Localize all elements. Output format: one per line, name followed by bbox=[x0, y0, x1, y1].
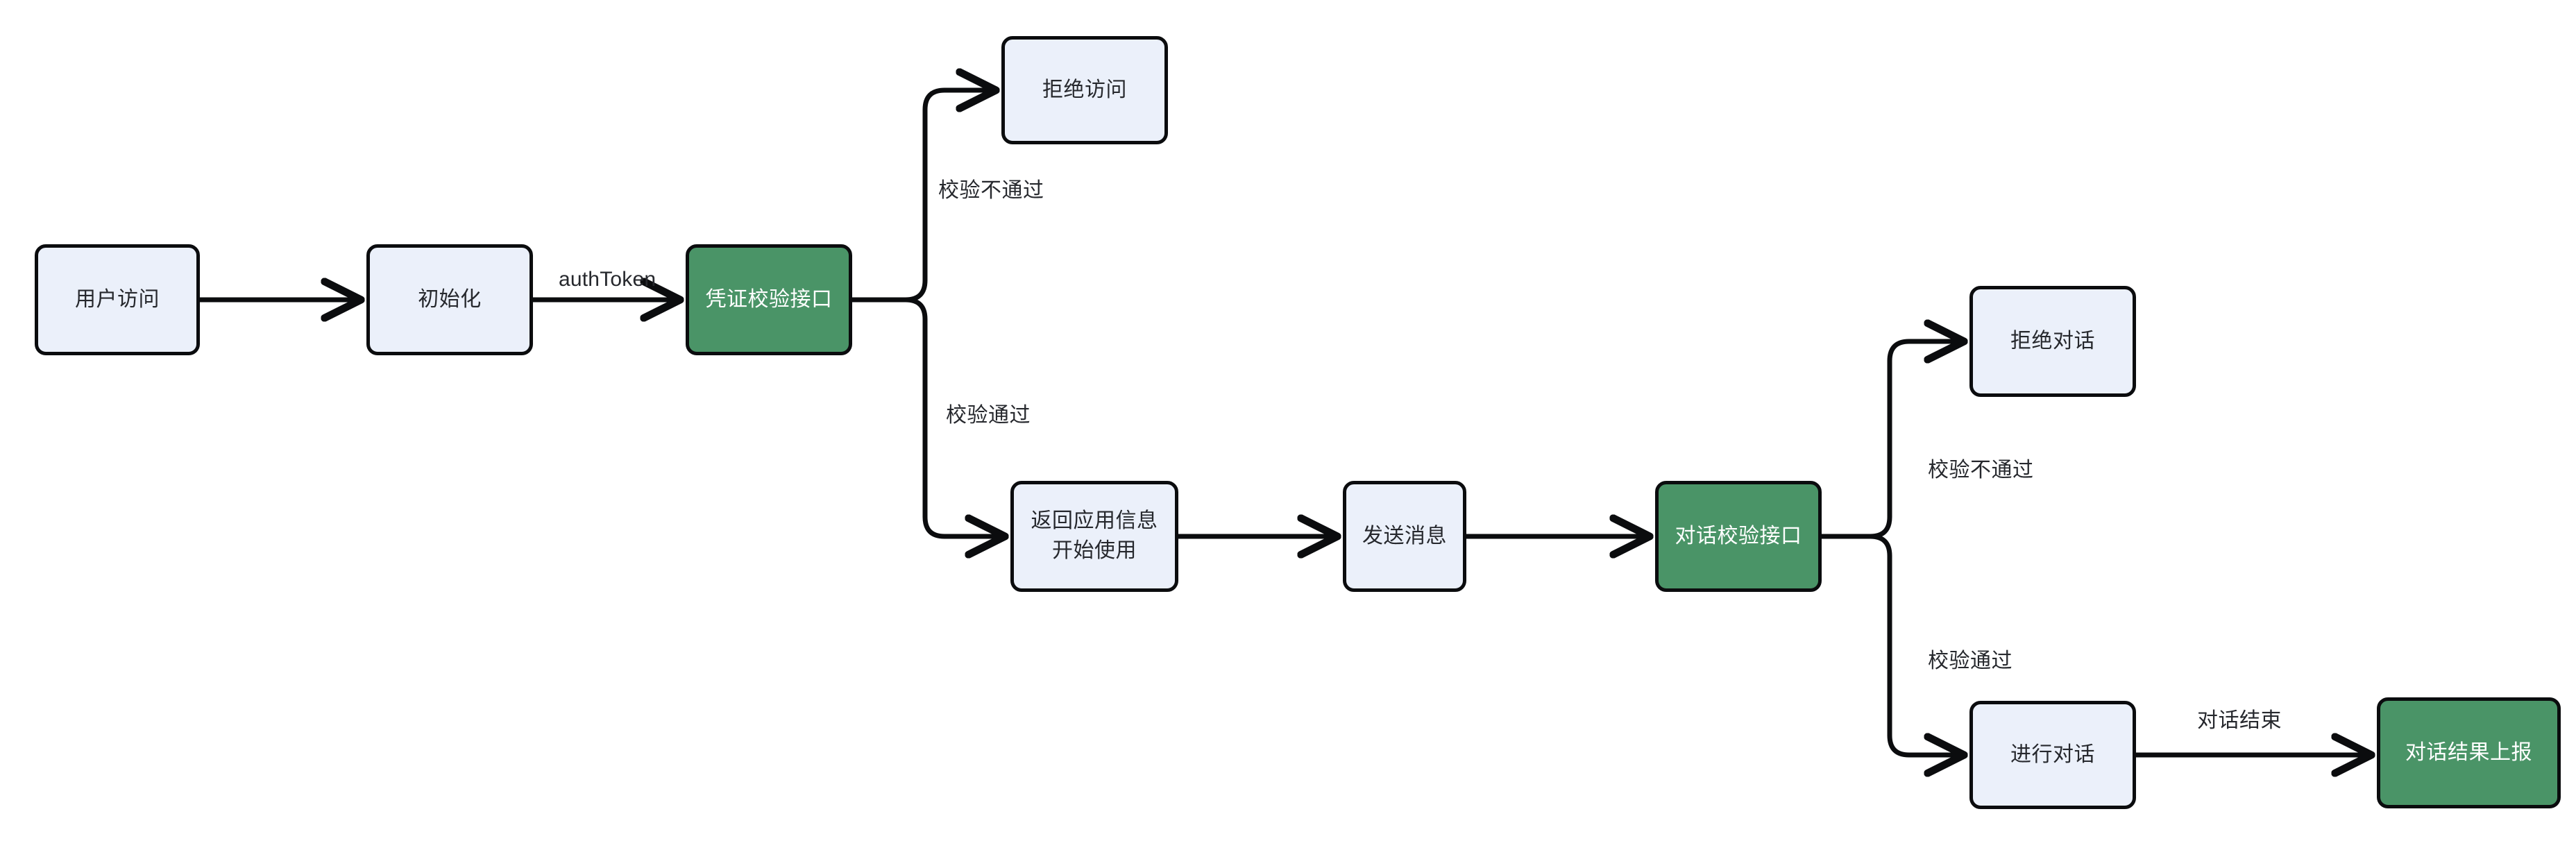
edge-label-dialog-end: 对话结束 bbox=[2197, 709, 2282, 732]
node-dialog-check-api[interactable]: 对话校验接口 bbox=[1655, 481, 1822, 592]
node-do-dialog-label: 进行对话 bbox=[2010, 742, 2095, 766]
node-reject-dialog[interactable]: 拒绝对话 bbox=[1969, 286, 2136, 397]
node-send-message[interactable]: 发送消息 bbox=[1343, 481, 1466, 592]
node-return-app-info[interactable]: 返回应用信息 开始使用 bbox=[1010, 481, 1178, 592]
node-report-result-label: 对话结果上报 bbox=[2405, 740, 2532, 764]
node-send-message-label: 发送消息 bbox=[1362, 524, 1447, 547]
node-init[interactable]: 初始化 bbox=[366, 244, 533, 355]
node-user-access-label: 用户访问 bbox=[75, 287, 160, 311]
node-init-label: 初始化 bbox=[418, 287, 482, 311]
node-credential-api-label: 凭证校验接口 bbox=[705, 287, 833, 311]
node-dialog-check-api-label: 对话校验接口 bbox=[1675, 524, 1802, 547]
node-user-access[interactable]: 用户访问 bbox=[35, 244, 200, 355]
node-deny-access[interactable]: 拒绝访问 bbox=[1001, 36, 1168, 144]
node-reject-dialog-label: 拒绝对话 bbox=[2010, 329, 2095, 352]
edge-label-dialog-pass: 校验通过 bbox=[1928, 649, 2012, 672]
node-deny-access-label: 拒绝访问 bbox=[1042, 78, 1127, 101]
edge-label-dialog-fail: 校验不通过 bbox=[1928, 459, 2034, 482]
node-do-dialog[interactable]: 进行对话 bbox=[1969, 701, 2136, 809]
edge-label-auth-token: authToken bbox=[559, 268, 656, 291]
edge-label-credential-pass: 校验通过 bbox=[946, 404, 1031, 427]
node-credential-api[interactable]: 凭证校验接口 bbox=[686, 244, 852, 355]
edge-dialog-check-api-to-reject-dialog bbox=[1870, 341, 1960, 539]
edge-label-credential-fail: 校验不通过 bbox=[938, 179, 1044, 202]
edge-dialog-check-api-to-do-dialog bbox=[1870, 534, 1960, 755]
node-return-app-info-label: 返回应用信息 开始使用 bbox=[1031, 509, 1158, 562]
node-report-result[interactable]: 对话结果上报 bbox=[2377, 697, 2561, 808]
